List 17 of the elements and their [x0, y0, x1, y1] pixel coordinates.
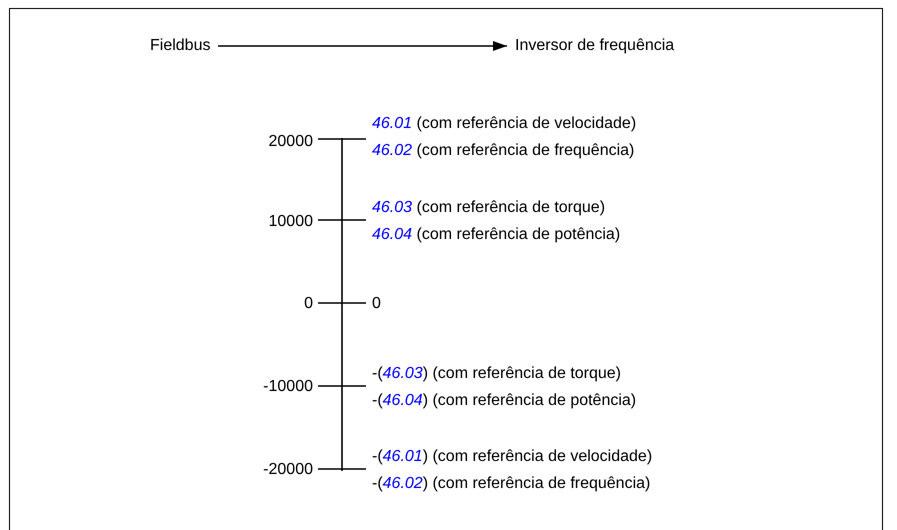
reference-text: -(46.04) (com referência de potência): [372, 391, 636, 411]
reference-text: 46.02 (com referência de frequência): [372, 141, 634, 161]
reference-text: 46.04 (com referência de potência): [372, 225, 620, 245]
reference-text: -(46.03) (com referência de torque): [372, 364, 622, 384]
reference-text: -(46.02) (com referência de frequência): [372, 474, 650, 494]
scale-value: 10000: [268, 212, 313, 232]
reference-text: -(46.01) (com referência de velocidade): [372, 447, 652, 467]
node-label: Fieldbus: [150, 36, 210, 56]
arrow: [218, 41, 507, 51]
reference-text: 46.01 (com referência de velocidade): [372, 114, 636, 134]
scale-value: 20000: [268, 132, 313, 152]
reference-text: 46.03 (com referência de torque): [372, 198, 606, 218]
node-label: Inversor de frequência: [515, 36, 674, 56]
scale-value: 0: [304, 294, 313, 314]
scale-value: -20000: [263, 460, 313, 480]
scale-value: -10000: [263, 377, 313, 397]
reference-text: 0: [372, 294, 381, 314]
